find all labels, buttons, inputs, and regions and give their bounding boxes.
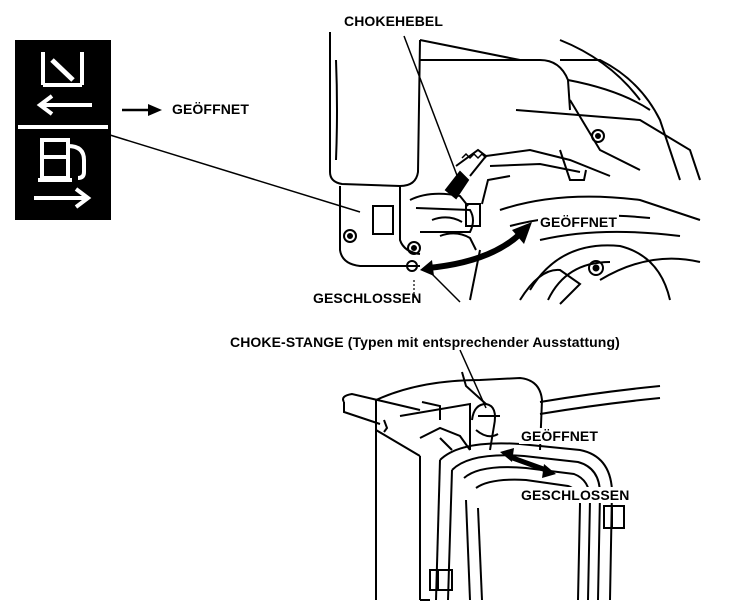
choke-fuel-symbol-icon [15,40,111,220]
choke-rod-motion-arrow-icon [500,448,556,478]
closed-label-bottom: GESCHLOSSEN [519,487,632,503]
symbol-open-arrow-icon [122,104,162,116]
choke-rod-leader-line [459,349,487,409]
choke-rod-drawing [342,371,661,601]
closed-label-top: GESCHLOSSEN [313,290,422,306]
open-label-lever: GEÖFFNET [538,214,620,230]
open-label-bottom: GEÖFFNET [519,428,601,444]
symbol-leader-line [109,134,361,213]
closed-leader-line [429,271,461,303]
choke-rod-label: CHOKE-STANGE (Typen mit entsprechender A… [230,334,620,350]
engine-carburetor-drawing [329,32,701,305]
open-label-symbol: GEÖFFNET [172,101,250,117]
engine-symbol-decal [372,205,394,235]
choke-lever-label: CHOKEHEBEL [344,13,444,29]
choke-lever-leader-line [403,35,459,179]
